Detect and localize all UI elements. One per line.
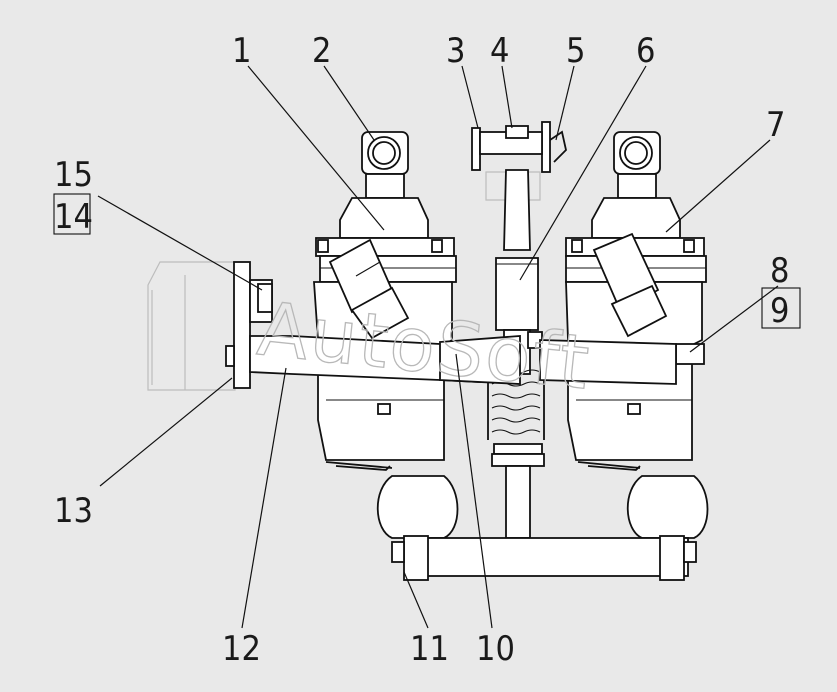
callout-6: 6	[636, 31, 655, 71]
callout-11: 11	[410, 629, 449, 669]
callout-13: 13	[54, 491, 93, 531]
callout-14: 14	[54, 197, 93, 237]
callout-7: 7	[766, 105, 785, 145]
callout-15: 15	[54, 155, 93, 195]
callout-3: 3	[446, 31, 465, 71]
callout-5: 5	[566, 31, 585, 71]
callout-4: 4	[490, 31, 509, 71]
watermark-text: AutoSoft	[254, 286, 595, 406]
mounting-bracket-outline	[147, 261, 236, 391]
callout-10: 10	[476, 629, 515, 669]
callout-9-box	[761, 287, 801, 329]
leader-lines	[97, 65, 779, 629]
callout-9: 9	[770, 291, 789, 331]
callout-12: 12	[222, 629, 261, 669]
lever-arm	[225, 261, 677, 389]
callout-1: 1	[232, 31, 251, 71]
callout-14-box	[53, 193, 91, 235]
callout-8: 8	[770, 251, 789, 291]
callouts: 1 2 3 4 5 6 7 8 9 10 11 12 13 14 15	[54, 31, 789, 669]
callout-2: 2	[312, 31, 331, 71]
